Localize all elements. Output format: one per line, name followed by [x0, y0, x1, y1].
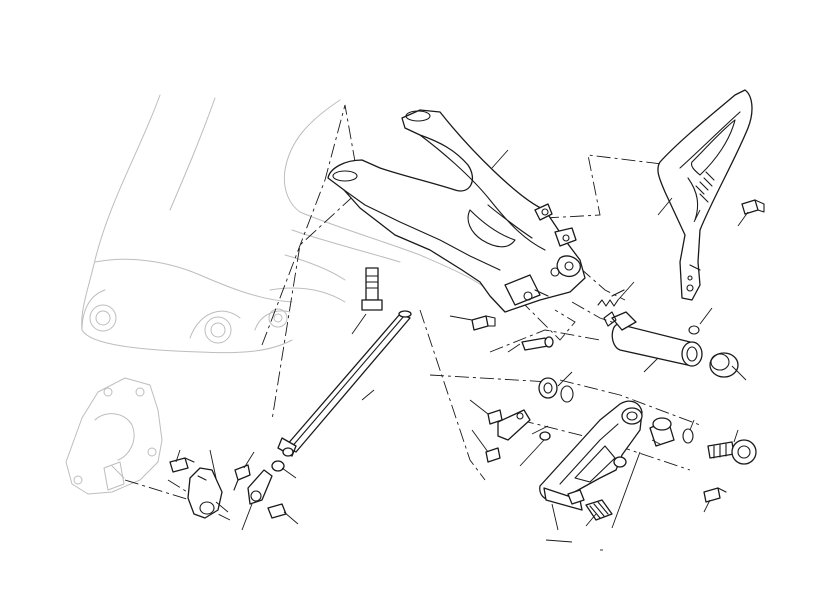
bracket-bolt — [471, 315, 496, 331]
nut-cluster-b — [485, 447, 501, 463]
pivot-bolt — [707, 439, 757, 465]
footpeg-mount-bracket — [327, 109, 586, 313]
washer-small — [560, 385, 574, 403]
pivot-pin — [521, 336, 554, 351]
gearbox-cover — [65, 377, 163, 495]
circlip — [688, 325, 700, 335]
pedal-circlip — [682, 428, 694, 444]
footpeg-rubber — [585, 499, 613, 521]
leader-lines — [175, 149, 749, 551]
return-spring — [597, 289, 625, 327]
nut-lower — [267, 503, 287, 519]
pedal-spacer — [649, 417, 675, 447]
pedal-bolt-right — [703, 487, 727, 503]
pedal-bolt-left — [567, 489, 585, 505]
heel-guard — [657, 89, 753, 301]
rod-end-joint — [247, 469, 273, 505]
nut-cluster-c — [539, 431, 551, 441]
heel-guard-bolt — [741, 199, 765, 215]
shift-linkage-rod — [277, 310, 412, 457]
washer-large — [538, 377, 558, 399]
shift-pedal-arm — [539, 400, 643, 511]
small-bolt-mid — [233, 464, 251, 491]
pivot-sleeve — [611, 311, 703, 367]
nut-top — [282, 447, 294, 457]
nut-upper — [271, 460, 285, 472]
end-cap — [709, 352, 739, 378]
shift-lever-splined — [187, 467, 223, 519]
linkage-arm-small — [497, 409, 531, 441]
ghost-frame-outline — [81, 94, 501, 354]
pivot-bolt-vertical — [361, 267, 383, 311]
small-bolt-left — [169, 457, 195, 473]
